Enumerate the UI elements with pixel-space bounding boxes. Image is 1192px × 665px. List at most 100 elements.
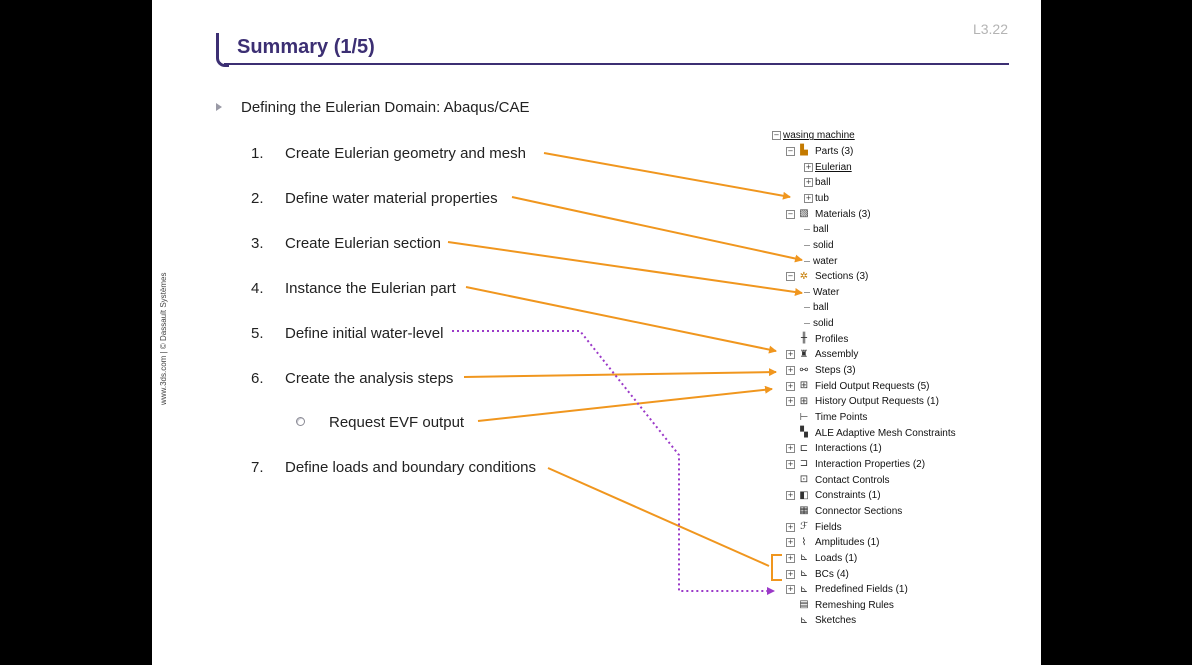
tree-item-label: ALE Adaptive Mesh Constraints [815, 427, 956, 439]
expand-icon[interactable]: + [804, 162, 813, 172]
tree-root[interactable]: − wasing machine [772, 128, 855, 144]
tree-item[interactable]: solid [804, 316, 834, 332]
tree-item[interactable]: +♜Assembly [786, 347, 858, 363]
tree-item-label: Steps (3) [815, 365, 856, 377]
tree-item[interactable]: +◧Constraints (1) [786, 488, 881, 504]
tree-item-label: Remeshing Rules [815, 599, 894, 611]
arrow-step-7 [547, 467, 770, 567]
tree-item[interactable]: solid [804, 238, 834, 254]
connector-sections-icon: ▦ [799, 505, 809, 517]
tree-item[interactable]: ball [804, 300, 829, 316]
expand-icon[interactable]: + [786, 366, 795, 376]
tree-connector-line [804, 323, 810, 325]
expand-icon[interactable]: + [786, 397, 795, 407]
tree-item-label: Fields [815, 521, 842, 533]
tree-item-label: ball [815, 177, 831, 189]
arrow-step-6 [463, 368, 777, 378]
arrow-sub-step [477, 385, 773, 422]
sub-bullet-icon [296, 417, 305, 426]
expand-icon[interactable]: + [804, 193, 813, 203]
assembly-icon: ♜ [799, 348, 809, 360]
expand-icon[interactable]: + [786, 459, 795, 469]
tree-item-label: Predefined Fields (1) [815, 584, 908, 596]
sketches-icon: ⊾ [799, 614, 809, 626]
interactions-icon: ⊏ [799, 442, 809, 454]
collapse-icon[interactable]: − [786, 209, 795, 219]
step-4-number: 4. [251, 280, 264, 297]
profiles-icon: ╫ [800, 333, 808, 345]
amplitudes-icon: ⌇ [801, 536, 807, 548]
tree-item[interactable]: +⊞History Output Requests (1) [786, 394, 939, 410]
tree-connector-line [804, 307, 810, 309]
contact-controls-icon: ⊡ [799, 474, 809, 486]
tree-item[interactable]: −▙Parts (3) [786, 144, 853, 160]
materials-icon: ▧ [799, 208, 809, 220]
tree-item[interactable]: ⊾Sketches [786, 613, 856, 629]
step-1-number: 1. [251, 145, 264, 162]
slide-title: Summary (1/5) [237, 36, 375, 58]
expand-icon[interactable]: + [786, 522, 795, 532]
tree-item[interactable]: +ball [804, 175, 831, 191]
tree-item[interactable]: +⊞Field Output Requests (5) [786, 378, 930, 394]
tree-item-label: Materials (3) [815, 208, 871, 220]
ale-mesh-icon: ▚ [800, 427, 808, 439]
expand-icon[interactable]: + [786, 350, 795, 360]
tree-item[interactable]: +⊾BCs (4) [786, 566, 849, 582]
expand-icon[interactable]: + [786, 585, 795, 595]
arrow-step-3 [447, 241, 803, 296]
bracket-loads-bcs [771, 554, 782, 581]
subtitle: Defining the Eulerian Domain: Abaqus/CAE [241, 99, 530, 116]
tree-item-label: solid [813, 318, 834, 330]
tree-item-label: Constraints (1) [815, 490, 881, 502]
tree-item-label: Amplitudes (1) [815, 537, 880, 549]
expand-icon[interactable]: + [786, 444, 795, 454]
tree-item[interactable]: + ⊐ Interaction Properties (2) [786, 457, 925, 473]
tree-item[interactable]: ⊢Time Points [786, 410, 868, 426]
tree-item-label: Loads (1) [815, 552, 858, 564]
collapse-icon[interactable]: − [772, 131, 781, 141]
tree-item[interactable]: Water [804, 285, 839, 301]
tree-item[interactable]: ╫Profiles [786, 331, 848, 347]
step-2-text: Define water material properties [285, 190, 498, 207]
expand-icon[interactable]: + [786, 381, 795, 391]
expand-icon[interactable]: + [804, 178, 813, 188]
tree-item[interactable]: ⊡Contact Controls [786, 472, 890, 488]
tree-item[interactable]: +⊾Loads (1) [786, 551, 857, 567]
tree-item[interactable]: ▦Connector Sections [786, 504, 902, 520]
slide: L3.22 Summary (1/5) www.3ds.com | © Dass… [152, 0, 1041, 665]
slide-number: L3.22 [972, 21, 1008, 37]
expand-icon[interactable]: + [786, 491, 795, 501]
copyright-text: www.3ds.com | © Dassault Systèmes [159, 272, 168, 405]
tree-connector-line [804, 291, 810, 293]
expand-icon[interactable]: + [786, 553, 795, 563]
expand-icon[interactable]: + [786, 569, 795, 579]
tree-item[interactable]: ▚ ALE Adaptive Mesh Constraints [786, 425, 956, 441]
tree-item-label: Water [813, 286, 840, 298]
tree-item[interactable]: + ⌇ Amplitudes (1) [786, 535, 879, 551]
bcs-icon: ⊾ [799, 568, 809, 580]
tree-item[interactable]: +tub [804, 191, 829, 207]
collapse-icon[interactable]: − [786, 146, 795, 156]
expand-icon[interactable]: + [786, 538, 795, 548]
arrow-step-2 [511, 196, 803, 263]
tree-item[interactable]: ▤Remeshing Rules [786, 598, 894, 614]
arrow-step-4 [465, 286, 777, 354]
tree-connector-line [804, 229, 810, 231]
tree-item[interactable]: +⊏Interactions (1) [786, 441, 882, 457]
tree-item[interactable]: −✲Sections (3) [786, 269, 868, 285]
interaction-properties-icon: ⊐ [799, 458, 809, 470]
tree-item[interactable]: +⚯Steps (3) [786, 363, 856, 379]
step-3-text: Create Eulerian section [285, 235, 441, 252]
tree-item-label: ball [813, 302, 829, 314]
tree-item[interactable]: water [804, 253, 837, 269]
tree-item[interactable]: +⊾Predefined Fields (1) [786, 582, 908, 598]
tree-item[interactable]: ball [804, 222, 829, 238]
tree-item-label: solid [813, 239, 834, 251]
collapse-icon[interactable]: − [786, 272, 795, 282]
tree-item-label: History Output Requests (1) [815, 396, 939, 408]
tree-item-label: Interaction Properties (2) [815, 458, 926, 470]
tree-item[interactable]: −▧ Materials (3) [786, 206, 871, 222]
step-4-text: Instance the Eulerian part [285, 280, 456, 297]
tree-item[interactable]: +Eulerian [804, 159, 852, 175]
